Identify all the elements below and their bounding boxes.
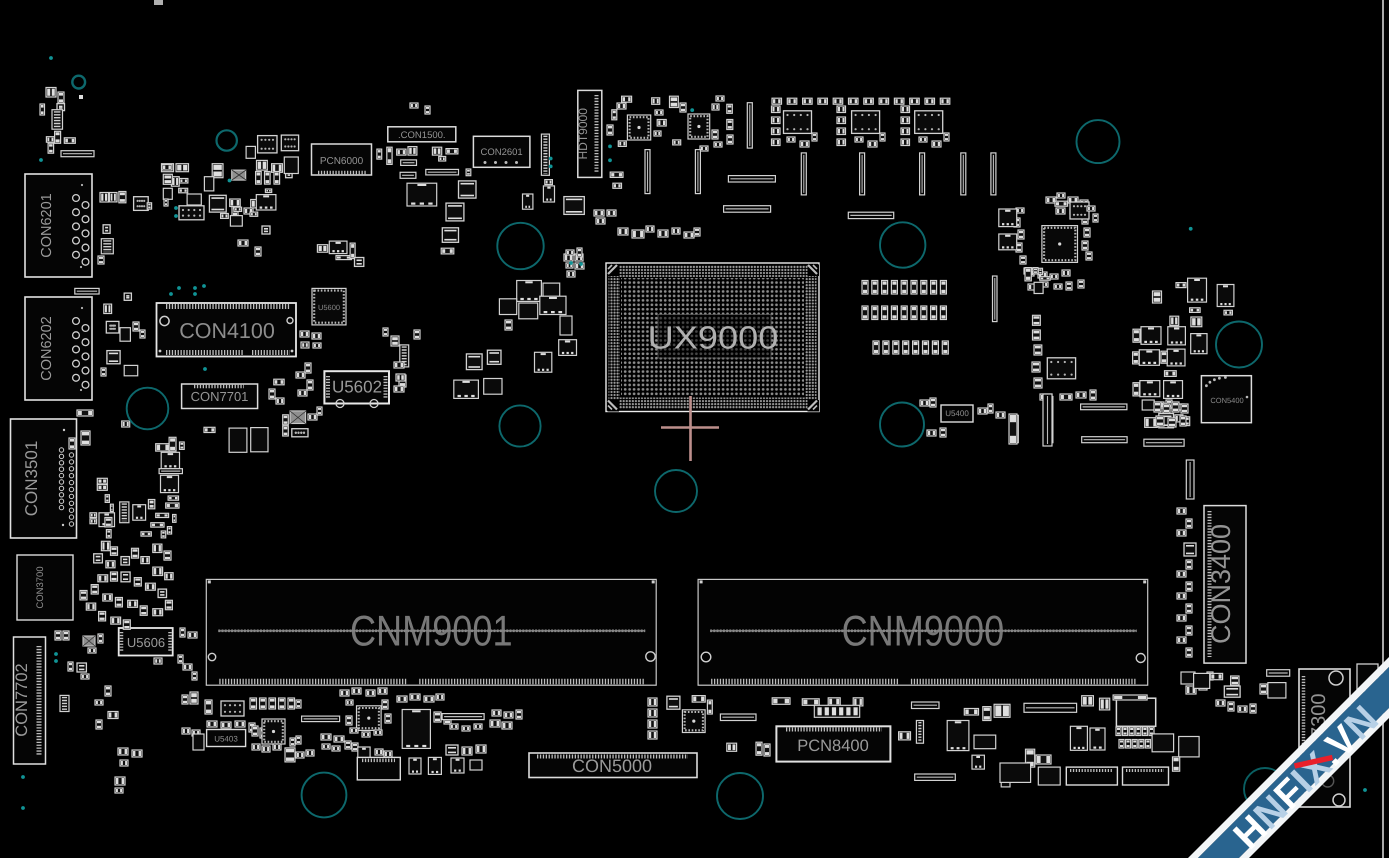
svg-text:CON6201: CON6201 <box>39 193 55 257</box>
svg-text:PCN6000: PCN6000 <box>320 156 364 167</box>
svg-text:U5600: U5600 <box>318 303 340 312</box>
svg-text:UX9000: UX9000 <box>648 320 779 356</box>
svg-text:CON5400: CON5400 <box>1210 396 1243 405</box>
svg-text:CON7701: CON7701 <box>191 389 249 404</box>
svg-text:PCN8400: PCN8400 <box>797 737 869 755</box>
svg-text:CON3700: CON3700 <box>35 566 46 608</box>
svg-text:.CON1500.: .CON1500. <box>398 130 446 141</box>
svg-text:CON2601: CON2601 <box>480 147 522 158</box>
svg-text:U5400: U5400 <box>945 409 969 418</box>
svg-text:CON7702: CON7702 <box>13 663 31 736</box>
svg-text:HDT9000: HDT9000 <box>576 108 590 160</box>
svg-text:CON3400: CON3400 <box>1206 524 1236 644</box>
svg-text:U5403: U5403 <box>214 735 238 744</box>
svg-text:CON3501: CON3501 <box>22 441 41 517</box>
svg-text:CON5000: CON5000 <box>572 756 652 776</box>
svg-text:U5602: U5602 <box>332 378 382 397</box>
svg-text:U5606: U5606 <box>127 635 165 650</box>
svg-text:CON4100: CON4100 <box>179 319 275 343</box>
svg-text:CON6202: CON6202 <box>39 316 55 380</box>
